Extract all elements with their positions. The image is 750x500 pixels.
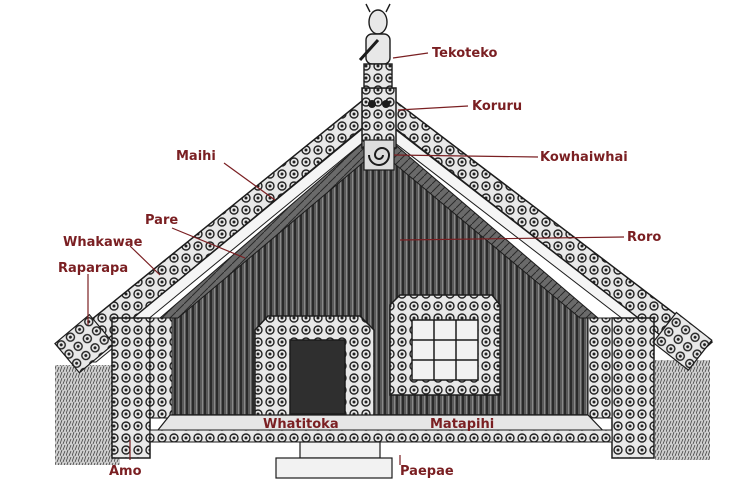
diagram-labels: Tekoteko Koruru Kowhaiwhai Maihi Roro Pa… [58,46,661,479]
tekoteko-figure [358,3,393,89]
label-whakawae: Whakawae [63,235,143,250]
label-raparapa: Raparapa [58,261,128,276]
label-kowhaiwhai: Kowhaiwhai [540,150,628,165]
amo-right-post [611,317,655,459]
leader-tekoteko [392,52,429,59]
leader-lines [87,52,625,465]
leader-kowhaiwhai [393,154,539,158]
raparapa-end [54,313,115,374]
kowhaiwhai-spiral [363,139,395,171]
label-pare: Pare [145,213,178,228]
label-amo: Amo [109,464,142,479]
label-maihi: Maihi [176,149,216,164]
leader-whakawae [129,245,161,276]
poupou-right [587,317,613,419]
porch-floor-edge [149,429,613,443]
label-koruru: Koruru [472,99,522,114]
leader-koruru [397,105,469,111]
paepae-steps [275,441,393,479]
raparapa-end-right [652,311,713,371]
grass-background [55,360,710,465]
leader-pare [171,227,246,259]
matapihi-window [389,294,501,396]
label-tekoteko: Tekoteko [432,46,498,61]
label-whatitoka: Whatitoka [263,417,339,432]
label-roro: Roro [627,230,661,245]
poupou-left [149,317,173,419]
front-wall [169,139,589,416]
leader-maihi [223,162,276,201]
label-paepae: Paepae [400,464,454,479]
whatitoka-door [254,315,375,419]
label-matapihi: Matapihi [430,417,494,432]
koruru-mask [361,87,397,149]
leader-roro [399,236,625,241]
amo-left-post [111,317,151,459]
